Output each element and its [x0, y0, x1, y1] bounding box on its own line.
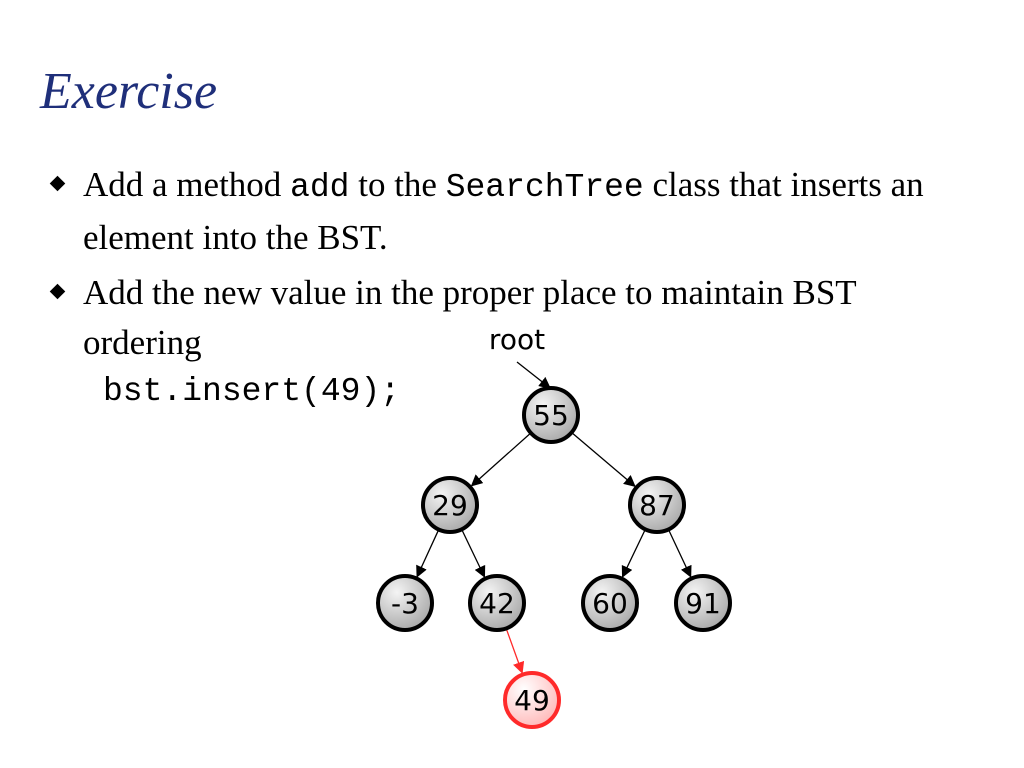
bullet-1-part-1: Add a method [83, 165, 291, 204]
node-circle [628, 476, 686, 534]
edge-29-to-42 [461, 529, 486, 578]
node-label: 55 [533, 399, 569, 432]
node-label: 29 [432, 489, 468, 522]
root-pointer-arrow [516, 361, 551, 389]
bullet-1-part-3: to the [349, 165, 446, 204]
root-label: root [489, 323, 545, 356]
edge-29-to--3 [416, 530, 439, 578]
node-label: 91 [685, 587, 721, 620]
node-label: -3 [391, 587, 419, 620]
tree-node-87: 87 [628, 476, 686, 534]
edge-87-to-91 [668, 530, 692, 578]
bullet-1-text: Add a method add to the SearchTree class… [83, 160, 983, 263]
bullet-2-text: Add the new value in the proper place to… [83, 273, 857, 362]
node-circle [421, 476, 479, 534]
tree-node-60: 60 [581, 574, 639, 632]
edge-55-to-87 [571, 432, 636, 487]
tree-node-29: 29 [421, 476, 479, 534]
node-label: 49 [514, 684, 550, 717]
node-circle [674, 574, 732, 632]
class-name-code: SearchTree [445, 169, 644, 206]
tree-node-49: 49 [503, 671, 561, 729]
node-label: 60 [592, 587, 628, 620]
code-snippet: bst.insert(49); [103, 373, 401, 410]
node-circle [376, 574, 434, 632]
bullet-1-part-5: class that inserts an element into the B… [83, 165, 924, 257]
method-name-code: add [290, 169, 350, 206]
tree-node-42: 42 [468, 574, 526, 632]
edge-42-to-49 [505, 629, 525, 674]
edge-87-to-60 [621, 529, 646, 578]
node-circle [503, 671, 561, 729]
tree-node-91: 91 [674, 574, 732, 632]
tree-node--3: -3 [376, 574, 434, 632]
node-circle [581, 574, 639, 632]
tree-node-55: 55 [522, 386, 580, 444]
node-circle [468, 574, 526, 632]
slide-title: Exercise [40, 63, 218, 120]
node-label: 42 [479, 587, 515, 620]
edge-55-to-29 [470, 433, 531, 487]
node-label: 87 [639, 489, 675, 522]
node-circle [522, 386, 580, 444]
